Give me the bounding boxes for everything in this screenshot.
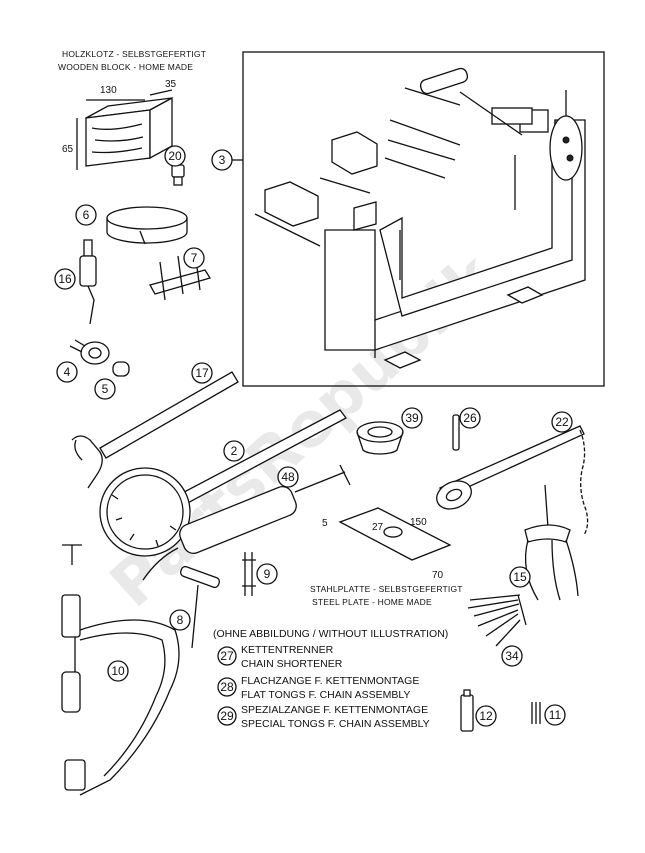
svg-text:12: 12	[479, 709, 493, 723]
puller-15	[524, 484, 579, 601]
legend-de-28: FLACHZANGE F. KETTENMONTAGE	[241, 675, 419, 687]
screw-20	[171, 164, 185, 186]
svg-text:17: 17	[195, 366, 209, 380]
callout-48: 48	[277, 466, 299, 488]
pin-26	[452, 414, 460, 451]
callout-22: 22	[551, 411, 573, 433]
rod-17	[99, 371, 239, 459]
svg-text:48: 48	[281, 470, 295, 484]
legend-en-28: FLAT TONGS F. CHAIN ASSEMBLY	[241, 689, 410, 701]
engine-stand-frame	[242, 51, 605, 387]
block-height-dim: 65	[62, 144, 74, 155]
without-illustration-heading: (OHNE ABBILDUNG / WITHOUT ILLUSTRATION)	[213, 628, 448, 640]
wrench-2	[71, 409, 347, 557]
plate-thickness-dim: 5	[322, 518, 328, 529]
engine-stand-3	[254, 67, 586, 369]
svg-text:4: 4	[64, 365, 71, 379]
plate-hole-dim: 27	[372, 522, 384, 533]
steel-plate-caption-de: STAHLPLATTE - SELBSTGEFERTIGT	[310, 584, 463, 594]
ring-tool-6	[106, 206, 188, 245]
callout-12: 12	[475, 705, 497, 727]
callout-17: 17	[191, 362, 213, 384]
hex-key-set-34	[467, 594, 527, 647]
wooden-block-caption-de: HOLZKLOTZ - SELBSTGEFERTIGT	[62, 49, 206, 59]
callout-15: 15	[509, 566, 531, 588]
callout-11: 11	[544, 704, 566, 726]
wooden-block-shape	[85, 96, 173, 167]
svg-text:22: 22	[555, 415, 569, 429]
legend-num-28: 28	[220, 680, 234, 694]
callout-3: 3	[211, 149, 243, 171]
svg-text:39: 39	[405, 411, 419, 425]
steel-plate-shape	[338, 507, 452, 561]
svg-text:9: 9	[264, 567, 271, 581]
callout-4: 4	[56, 361, 78, 383]
nut-tool-4	[69, 339, 110, 365]
callout-39: 39	[401, 407, 423, 429]
wooden-block-group: HOLZKLOTZ - SELBSTGEFERTIGT WOODEN BLOCK…	[58, 49, 206, 170]
chain-tool-22	[436, 425, 589, 536]
callout-8: 8	[169, 609, 191, 631]
callout-10: 10	[107, 660, 129, 682]
callout-16: 16	[54, 268, 76, 290]
grease-gun-48	[142, 464, 351, 581]
svg-text:34: 34	[505, 649, 519, 663]
sleeve-5	[112, 361, 130, 377]
svg-text:26: 26	[463, 411, 477, 425]
callout-9: 9	[256, 563, 278, 585]
svg-text:6: 6	[83, 208, 90, 222]
svg-text:5: 5	[102, 382, 109, 396]
legend-num-29: 29	[220, 709, 234, 723]
callout-7: 7	[183, 247, 205, 269]
block-width-dim: 130	[100, 85, 117, 96]
svg-text:2: 2	[231, 444, 238, 458]
legend-de-29: SPEZIALZANGE F. KETTENMONTAGE	[241, 704, 428, 716]
svg-text:20: 20	[168, 149, 182, 163]
block-depth-dim: 35	[165, 79, 177, 90]
t-handle-8	[179, 565, 221, 649]
legend-de-27: KETTENTRENNER	[241, 644, 334, 656]
callout-2: 2	[223, 440, 245, 462]
clip-9	[242, 552, 256, 596]
svg-text:8: 8	[177, 613, 184, 627]
plate-height-dim: 70	[432, 570, 444, 581]
plate-width-dim: 150	[410, 517, 427, 528]
puller-16	[79, 239, 97, 325]
callout-26: 26	[459, 407, 481, 429]
steel-plate-group: 5 27 150 70 STAHLPLATTE - SELBSTGEFERTIG…	[310, 507, 463, 607]
svg-text:7: 7	[191, 251, 198, 265]
callout-20: 20	[164, 145, 186, 167]
legend-num-27: 27	[220, 649, 234, 663]
svg-text:15: 15	[513, 570, 527, 584]
steel-plate-caption-en: STEEL PLATE - HOME MADE	[312, 597, 432, 607]
svg-text:16: 16	[58, 272, 72, 286]
without-illustration-legend: (OHNE ABBILDUNG / WITHOUT ILLUSTRATION) …	[213, 628, 448, 730]
callout-5: 5	[94, 378, 116, 400]
bracket-7	[149, 251, 212, 301]
legend-en-29: SPECIAL TONGS F. CHAIN ASSEMBLY	[241, 718, 430, 730]
cup-39	[356, 421, 404, 455]
legend-item-28: 28 FLACHZANGE F. KETTENMONTAGE FLAT TONG…	[217, 675, 419, 701]
callout-34: 34	[501, 645, 523, 667]
bits-11	[531, 702, 541, 724]
c-clamp-10	[61, 544, 180, 796]
wooden-block-caption-en: WOODEN BLOCK - HOME MADE	[58, 62, 193, 72]
svg-text:11: 11	[549, 708, 562, 722]
bottle-12	[460, 689, 474, 732]
legend-item-27: 27 KETTENTRENNER CHAIN SHORTENER	[217, 644, 343, 670]
svg-text:10: 10	[111, 664, 125, 678]
legend-item-29: 29 SPEZIALZANGE F. KETTENMONTAGE SPECIAL…	[217, 704, 430, 730]
callout-6: 6	[75, 204, 97, 226]
svg-text:3: 3	[219, 153, 226, 167]
legend-en-27: CHAIN SHORTENER	[241, 658, 343, 670]
